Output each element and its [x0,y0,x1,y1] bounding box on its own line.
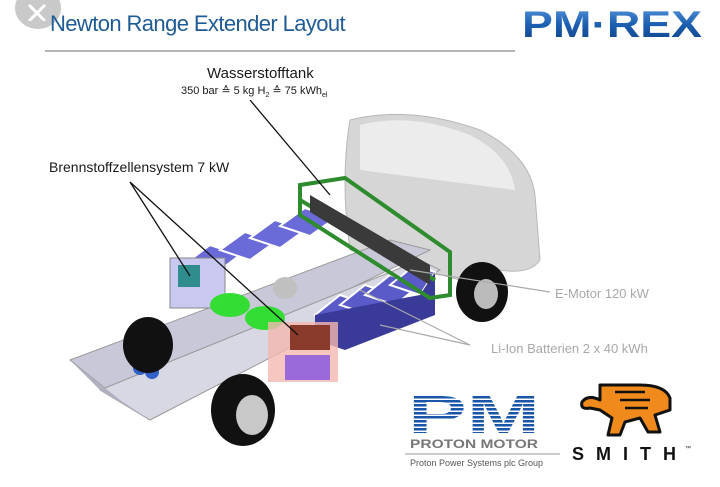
close-icon [27,3,47,21]
svg-text:Proton Power Systems plc Group: Proton Power Systems plc Group [410,458,543,468]
proton-motor-logo: PM PROTON MOTOR Proton Power Systems plc… [405,388,560,468]
hydrogen-tank-label: Wasserstofftank [207,65,314,82]
fuel-cell-label: Brennstoffzellensystem 7 kW [49,159,230,175]
svg-text:SMITH: SMITH [572,444,688,464]
svg-text:PM: PM [408,388,540,445]
svg-text:PM·REX: PM·REX [522,4,702,44]
slide-title: Newton Range Extender Layout [50,11,346,36]
vehicle-illustration [69,100,551,446]
close-button[interactable] [15,0,61,29]
svg-text:™: ™ [685,445,691,452]
svg-text:PROTON MOTOR: PROTON MOTOR [410,437,538,451]
e-motor-label: E-Motor 120 kW [555,286,649,301]
pm-rex-logo: PM·REX [522,4,702,44]
title-divider [45,50,515,52]
smith-logo: SMITH ™ [572,383,691,464]
hydrogen-tank-spec: 350 bar ≙ 5 kg H2 ≙ 75 kWhel [181,85,328,100]
battery-label: Li-Ion Batterien 2 x 40 kWh [491,341,648,356]
